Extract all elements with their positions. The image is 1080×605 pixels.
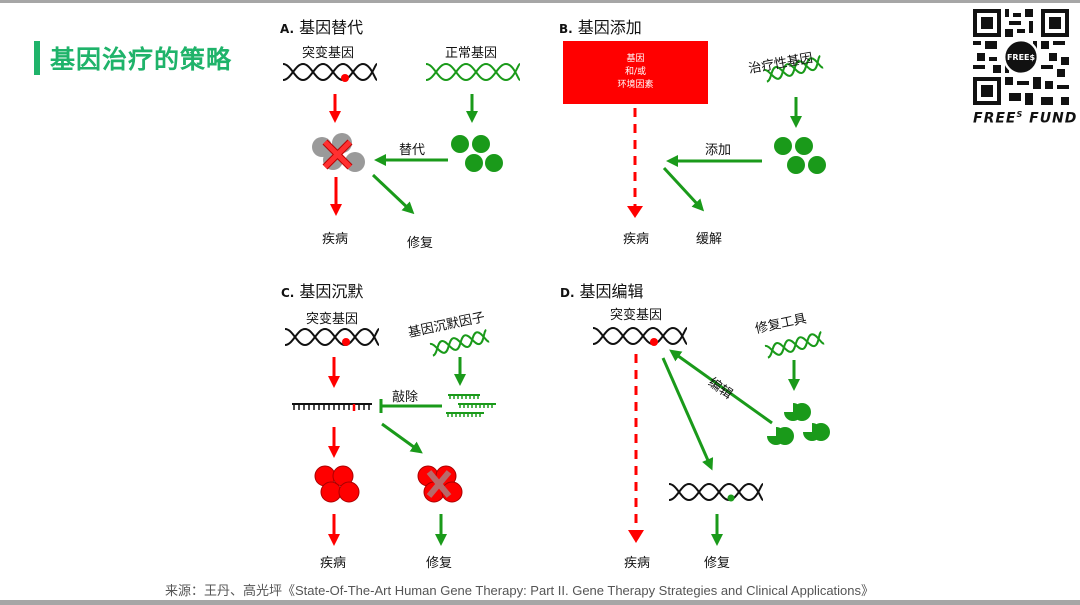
normal-gene-helix <box>425 63 521 81</box>
panel-b-graphics <box>627 54 826 218</box>
brand-name-right: FUND <box>1023 110 1078 127</box>
panel-a-title: A. 基因替代 <box>280 14 363 38</box>
disease-arrowhead <box>627 206 643 218</box>
mutation-dot <box>650 338 658 346</box>
panel-b-title-text: 基因添加 <box>577 18 642 37</box>
normal-protein <box>451 135 503 172</box>
edit-arrow <box>669 349 773 425</box>
genetic-environmental-factors-box: 基因 和/或 环境因素 <box>563 41 708 104</box>
qr-center-logo: FREE$ <box>1007 53 1036 62</box>
relief-arrow <box>662 166 705 212</box>
box-line-3: 环境因素 <box>617 80 654 90</box>
panel-d-mutant-gene-label: 突变基因 <box>610 308 663 323</box>
panel-c-title-text: 基因沉默 <box>299 282 364 301</box>
panel-c-letter: C. <box>281 286 295 300</box>
brand-name-left: FREE <box>973 110 1017 127</box>
panel-a-graphics <box>282 63 521 216</box>
brand-name-sup: S <box>1016 110 1024 119</box>
therapeutic-protein <box>774 137 826 174</box>
panel-b-title: B. 基因添加 <box>559 14 642 38</box>
panel-b-relief-label: 缓解 <box>696 232 723 247</box>
panel-a-disease-label: 疾病 <box>322 232 349 247</box>
panel-c-graphics <box>284 328 496 546</box>
panel-c-action-label: 敲除 <box>392 390 419 405</box>
panel-c-repair-label: 修复 <box>426 556 453 571</box>
repaired-dot <box>727 494 735 502</box>
qr-code-icon[interactable]: FREE$ <box>973 9 1069 105</box>
mutation-dot <box>342 338 350 346</box>
panel-b-letter: B. <box>559 22 573 36</box>
bottom-border <box>0 600 1080 605</box>
top-border <box>0 0 1080 3</box>
panel-a-repair-label: 修复 <box>407 236 434 251</box>
panel-a-mutant-gene-label: 突变基因 <box>302 46 355 61</box>
panel-c-mutant-gene-label: 突变基因 <box>306 312 359 327</box>
panel-a-normal-gene-label: 正常基因 <box>445 46 498 61</box>
mutation-dot <box>341 74 349 82</box>
panel-a-action-label: 替代 <box>399 143 426 158</box>
panel-a-title-text: 基因替代 <box>299 18 364 37</box>
panel-a-letter: A. <box>280 22 295 36</box>
blocked-protein <box>417 465 463 503</box>
mrna-strand <box>292 403 372 411</box>
panel-d-letter: D. <box>560 286 575 300</box>
brand-logo: FREES FUND <box>973 110 1077 127</box>
panel-d-graphics <box>592 327 830 546</box>
panel-d-disease-label: 疾病 <box>624 556 651 571</box>
mutant-protein <box>314 465 360 503</box>
sirna-strands <box>446 394 496 417</box>
mutant-gene-helix <box>284 328 380 346</box>
panel-c-disease-label: 疾病 <box>320 556 347 571</box>
editing-enzymes <box>767 403 830 445</box>
edit-result-arrow <box>661 357 714 471</box>
repaired-gene-helix <box>668 483 764 501</box>
box-line-2: 和/或 <box>624 67 647 77</box>
panel-d-repair-label: 修复 <box>704 556 731 571</box>
disease-arrowhead <box>628 530 644 543</box>
arrow-to-blocked-protein <box>381 422 423 454</box>
panel-d-title: D. 基因编辑 <box>560 278 644 302</box>
panel-d-title-text: 基因编辑 <box>579 282 644 301</box>
source-citation: 来源：王丹、高光坪《State-Of-The-Art Human Gene Th… <box>165 583 875 598</box>
panel-b-disease-label: 疾病 <box>623 232 650 247</box>
title-accent-bar <box>34 41 40 75</box>
defective-protein <box>312 133 365 172</box>
page-header: 基因治疗的策略 <box>34 40 232 76</box>
page-title: 基因治疗的策略 <box>50 45 233 74</box>
panel-c-title: C. 基因沉默 <box>281 278 363 302</box>
mutant-gene-helix <box>592 327 688 345</box>
box-line-1: 基因 <box>626 54 645 64</box>
repair-tool-helix <box>764 330 826 359</box>
panel-b-action-label: 添加 <box>705 143 732 158</box>
mutant-gene-helix <box>282 63 378 81</box>
repair-arrow <box>371 173 415 215</box>
